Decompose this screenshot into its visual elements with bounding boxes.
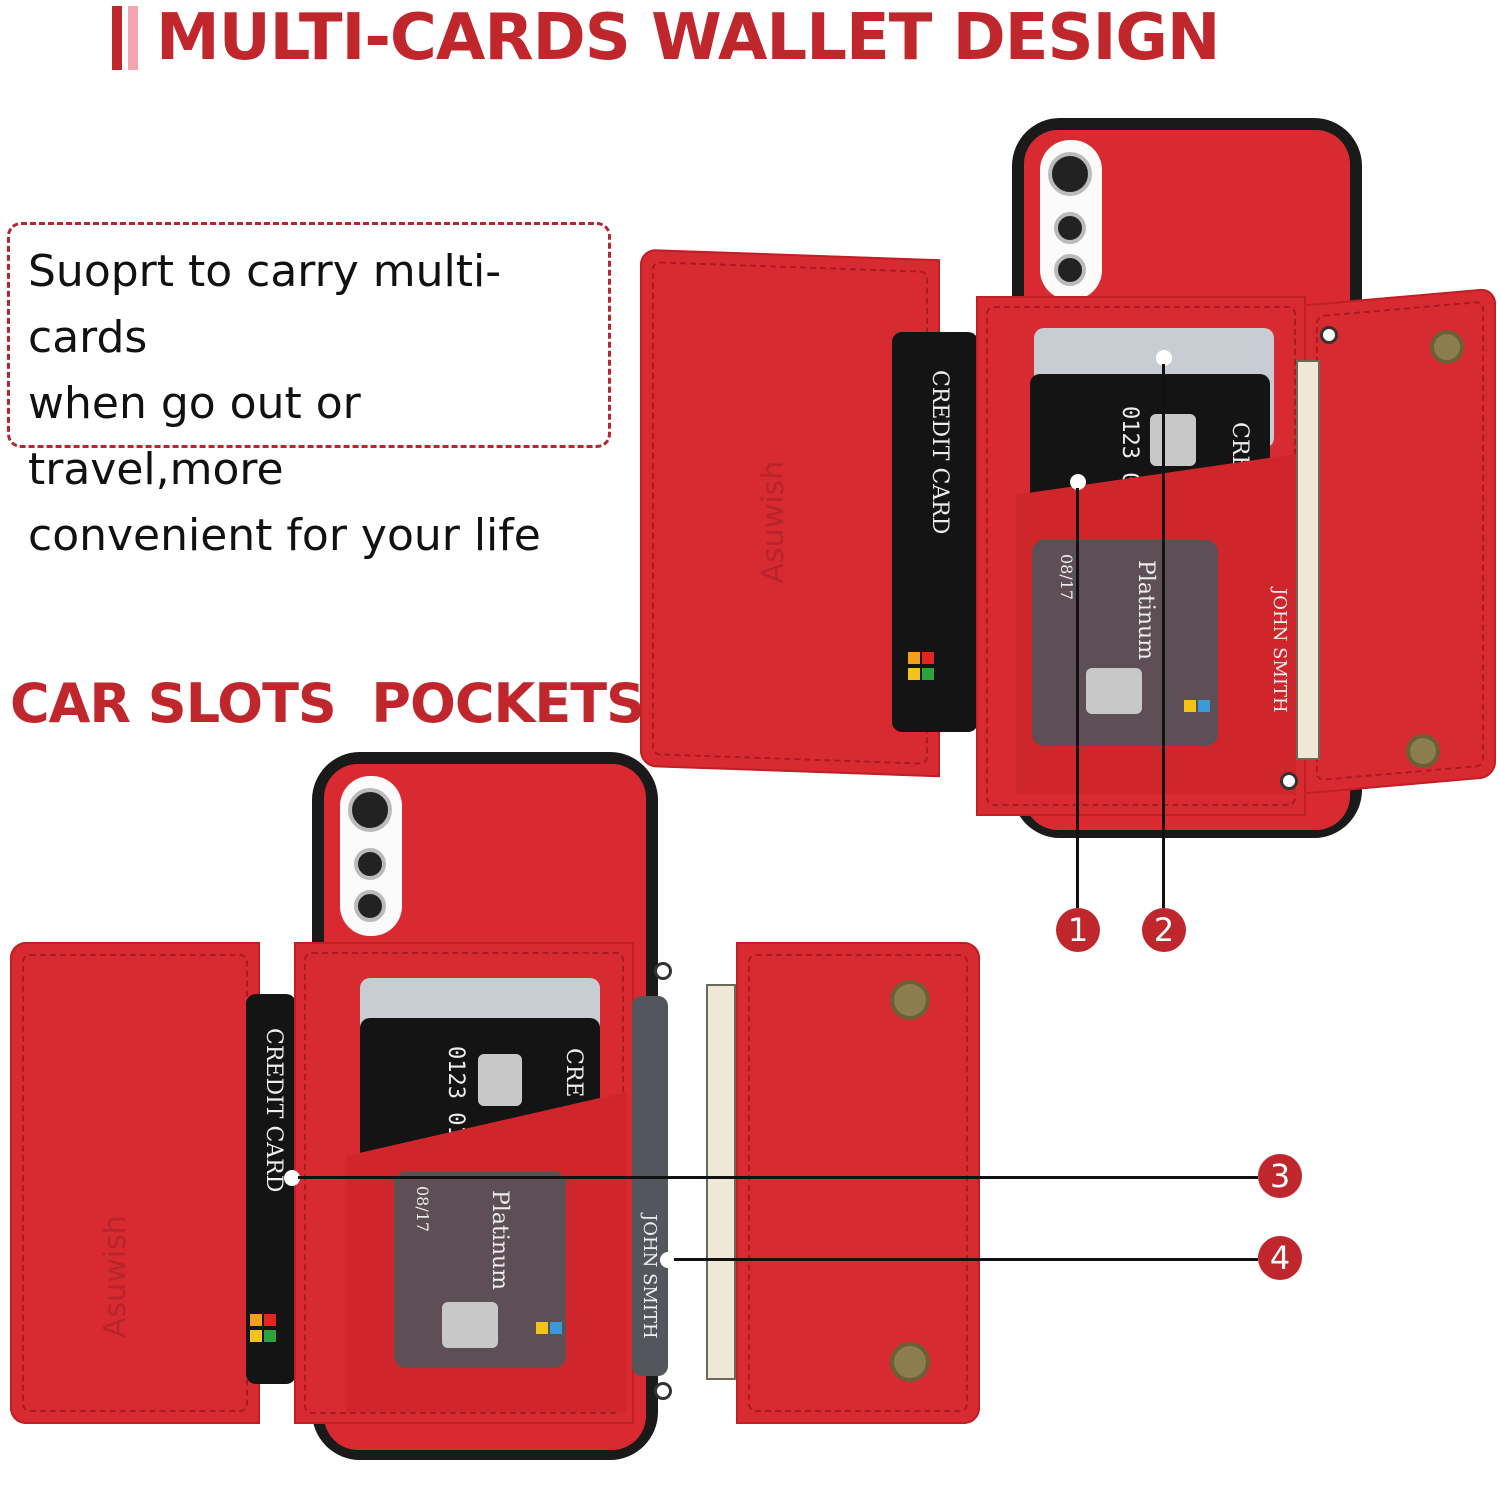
snap-button-icon bbox=[890, 1342, 930, 1382]
section-subtitle: CAR SLOTS POCKETS bbox=[10, 672, 645, 735]
card-stripe bbox=[908, 668, 920, 680]
id-window: Platinum 08/17 bbox=[1032, 540, 1218, 746]
card-tier: Platinum bbox=[487, 1190, 512, 1291]
stitching bbox=[748, 954, 968, 1412]
leader-line bbox=[674, 1258, 1258, 1261]
snap-button-icon bbox=[1406, 734, 1440, 768]
wallet-right-flap bbox=[736, 942, 980, 1424]
card-chip bbox=[1086, 668, 1142, 714]
snap-button-icon bbox=[1430, 330, 1464, 364]
brand-logo: Asuwish bbox=[756, 460, 791, 585]
camera-lens-icon bbox=[1054, 212, 1086, 244]
card-tier: Platinum bbox=[1133, 560, 1158, 661]
marker-dot bbox=[1070, 474, 1086, 490]
stitching bbox=[1316, 300, 1484, 782]
marker-dot bbox=[1156, 350, 1172, 366]
card-stripe bbox=[536, 1322, 548, 1334]
camera-lens-icon bbox=[354, 890, 386, 922]
camera-lens-icon bbox=[1048, 152, 1092, 196]
page-title: MULTI-CARDS WALLET DESIGN bbox=[112, 0, 1220, 75]
camera-strip bbox=[340, 776, 402, 936]
card-stripe bbox=[264, 1314, 276, 1326]
stitching bbox=[22, 954, 248, 1412]
rivet-icon bbox=[1280, 772, 1298, 790]
title-bar-dark bbox=[112, 5, 122, 70]
camera-strip bbox=[1040, 140, 1102, 300]
card-stripe bbox=[250, 1314, 262, 1326]
title-text: MULTI-CARDS WALLET DESIGN bbox=[156, 0, 1220, 75]
leader-line bbox=[298, 1176, 1258, 1179]
snap-button-icon bbox=[890, 980, 930, 1020]
title-bar-light bbox=[128, 5, 138, 70]
card-chip bbox=[442, 1302, 498, 1348]
card-stripe bbox=[1198, 700, 1210, 712]
card-chip bbox=[478, 1054, 522, 1106]
rivet-icon bbox=[654, 962, 672, 980]
card-name: JOHN SMITH bbox=[1269, 588, 1290, 713]
cash-bill bbox=[1296, 360, 1320, 760]
card-stripe bbox=[250, 1330, 262, 1342]
marker-3: 3 bbox=[1258, 1154, 1302, 1198]
card-stripe bbox=[264, 1330, 276, 1342]
wallet-case-top: Asuwish CREDIT CARD 0123 0123 0123 CRE P… bbox=[640, 118, 1500, 858]
marker-1: 1 bbox=[1056, 908, 1100, 952]
callout-box: Suoprt to carry multi-cards when go out … bbox=[7, 222, 611, 561]
wallet-right-flap bbox=[1304, 287, 1496, 795]
marker-dot bbox=[284, 1170, 300, 1186]
card-stripe bbox=[908, 652, 920, 664]
callout-line-1: Suoprt to carry multi-cards bbox=[28, 246, 502, 363]
callout-line-3: convenient for your life bbox=[28, 510, 541, 561]
card-stripe bbox=[922, 652, 934, 664]
card-label: CREDIT CARD bbox=[261, 1028, 286, 1193]
card-stripe bbox=[1184, 700, 1196, 712]
id-window: Platinum 08/17 bbox=[394, 1172, 566, 1368]
brand-logo: Asuwish bbox=[98, 1215, 133, 1338]
leader-line bbox=[1162, 364, 1165, 908]
card-label: CREDIT CARD bbox=[927, 370, 952, 535]
card-name: JOHN SMITH bbox=[639, 1214, 660, 1339]
credit-card: CREDIT CARD bbox=[892, 332, 978, 732]
camera-lens-icon bbox=[354, 848, 386, 880]
wallet-case-bottom: Asuwish CREDIT CARD 0123 0123 0123 CRE P… bbox=[10, 752, 980, 1470]
camera-lens-icon bbox=[1054, 254, 1086, 286]
card-expiry: 08/17 bbox=[413, 1186, 432, 1233]
rivet-icon bbox=[654, 1382, 672, 1400]
card-expiry: 08/17 bbox=[1057, 554, 1076, 601]
marker-4: 4 bbox=[1258, 1236, 1302, 1280]
camera-lens-icon bbox=[348, 788, 392, 832]
card-short: CRE bbox=[561, 1048, 586, 1098]
card-chip bbox=[1150, 414, 1196, 466]
credit-card bbox=[632, 996, 668, 1376]
cash-bill bbox=[706, 984, 736, 1380]
rivet-icon bbox=[1320, 326, 1338, 344]
credit-card: CREDIT CARD bbox=[246, 994, 296, 1384]
card-stripe bbox=[550, 1322, 562, 1334]
wallet-left-flap: Asuwish bbox=[10, 942, 260, 1424]
card-stripe bbox=[922, 668, 934, 680]
callout-line-2: when go out or travel,more bbox=[28, 378, 361, 495]
marker-dot bbox=[660, 1252, 676, 1268]
marker-2: 2 bbox=[1142, 908, 1186, 952]
leader-line bbox=[1076, 488, 1079, 908]
